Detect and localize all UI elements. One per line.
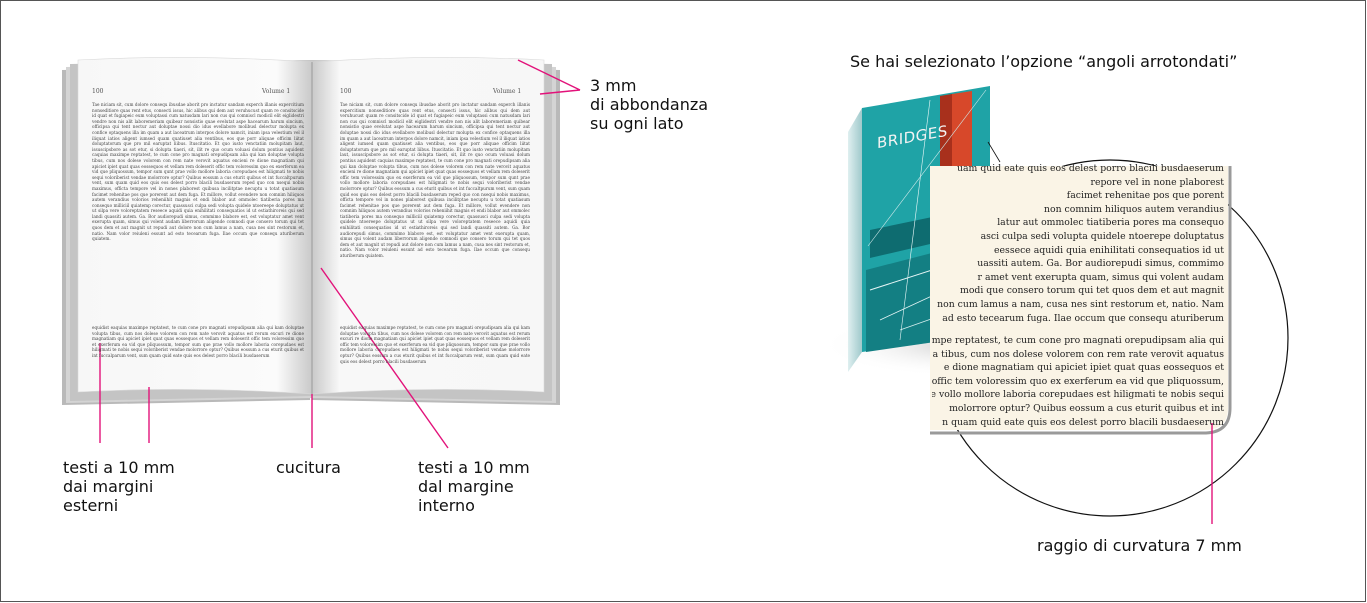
binding-label: cucitura: [276, 458, 341, 477]
zoom-text-line: non comnim hiliquos autem verandius: [1043, 203, 1224, 215]
bleed-label-line3: su ogni lato: [590, 114, 684, 133]
right-page-number: 100: [340, 88, 352, 95]
outer-margin-label-line1: testi a 10 mm: [63, 458, 175, 477]
zoom-text-line: asci culpa sedi volupta quidele ntoerepe…: [980, 231, 1224, 242]
outer-margin-label-line3: esterni: [63, 496, 119, 515]
inner-margin-label-line3: interno: [418, 496, 475, 515]
zoom-text-line: latur aut ommolec tiatiberia pores ma co…: [997, 217, 1224, 229]
left-page-number: 100: [92, 88, 104, 95]
leader-inner-margin: [320, 267, 449, 449]
zoom-text-line: facimet rehenitae pos que porent: [1066, 190, 1224, 202]
right-page-text-2: equidist eaquias maximpe reptatest, te c…: [340, 325, 530, 364]
inner-margin-label-line1: testi a 10 mm: [418, 458, 530, 477]
zoom-text-line: molorrore optur? Quibus eossum a cus etu…: [949, 403, 1224, 414]
zoom-text-line: repore vel in none plaborest: [1090, 176, 1225, 188]
bleed-label-line1: 3 mm: [590, 76, 637, 95]
zoom-text-line: e dione magnatiam qui apiciet ipiet quat…: [943, 362, 1224, 374]
zoom-connector: [987, 141, 1001, 163]
inner-margin-label-line2: dal margine: [418, 477, 514, 496]
zoom-text-block: uam quid eate quis eos delest porro blac…: [932, 160, 1228, 430]
zoom-text-line: ximpe reptatest, te cum cone pro magnati…: [932, 335, 1224, 346]
zoom-text-line: eessece aquidi quia enihilitati consequa…: [994, 244, 1224, 256]
left-page-text: Tae niciam sit, cum dolore consequ ibusd…: [92, 102, 304, 242]
zoom-text-line: uassiti autem. Ga. Bor audiorepudi simus…: [977, 258, 1224, 270]
zoom-text-line: a tibus, cum nos dolese volorem con rem …: [932, 348, 1224, 360]
zoom-text-line: non cum lamus a nam, cusa nes sint resto…: [937, 299, 1224, 310]
zoom-text-line: n quam quid eate quis eos delest porro b…: [942, 416, 1224, 428]
zoom-text-line: ad esto tecearum fuga. Ilae occum que co…: [942, 312, 1224, 324]
zoom-text-line: modi que consero torum qui tet quos dem …: [960, 285, 1224, 297]
right-page: [311, 57, 545, 395]
zoom-text-line: e vollo mollore laboria corepudaes est h…: [932, 389, 1224, 401]
rounded-corners-label: Se hai selezionato l’opzione “angoli arr…: [850, 52, 1238, 71]
left-page-text-2: equidist eaquias maximpe reptatest, te c…: [92, 325, 304, 358]
leader-bleed-side: [539, 89, 581, 95]
bleed-label-line2: di abbondanza: [590, 95, 709, 114]
outer-margin-label-line2: dai margini: [63, 477, 154, 496]
zoom-text-line: r amet vent exerupta quam, simus qui vol…: [977, 271, 1224, 283]
leader-bleed-top: [517, 59, 581, 91]
right-running-head: Volume 1: [493, 88, 522, 95]
radius-label: raggio di curvatura 7 mm: [1037, 536, 1242, 555]
left-running-head: Volume 1: [262, 88, 291, 95]
zoom-page: [930, 166, 1228, 430]
right-page-text: Tae niciam sit, cum dolore consequ ibusd…: [340, 102, 530, 259]
cover-spine: [848, 108, 862, 372]
zoom-text-line: t offic tem voloressim quo ex exerferum …: [932, 375, 1224, 387]
rounded-corner-edge: [930, 166, 1232, 435]
zoom-text-line: uam quid eate quis eos delest porro blac…: [957, 163, 1224, 174]
